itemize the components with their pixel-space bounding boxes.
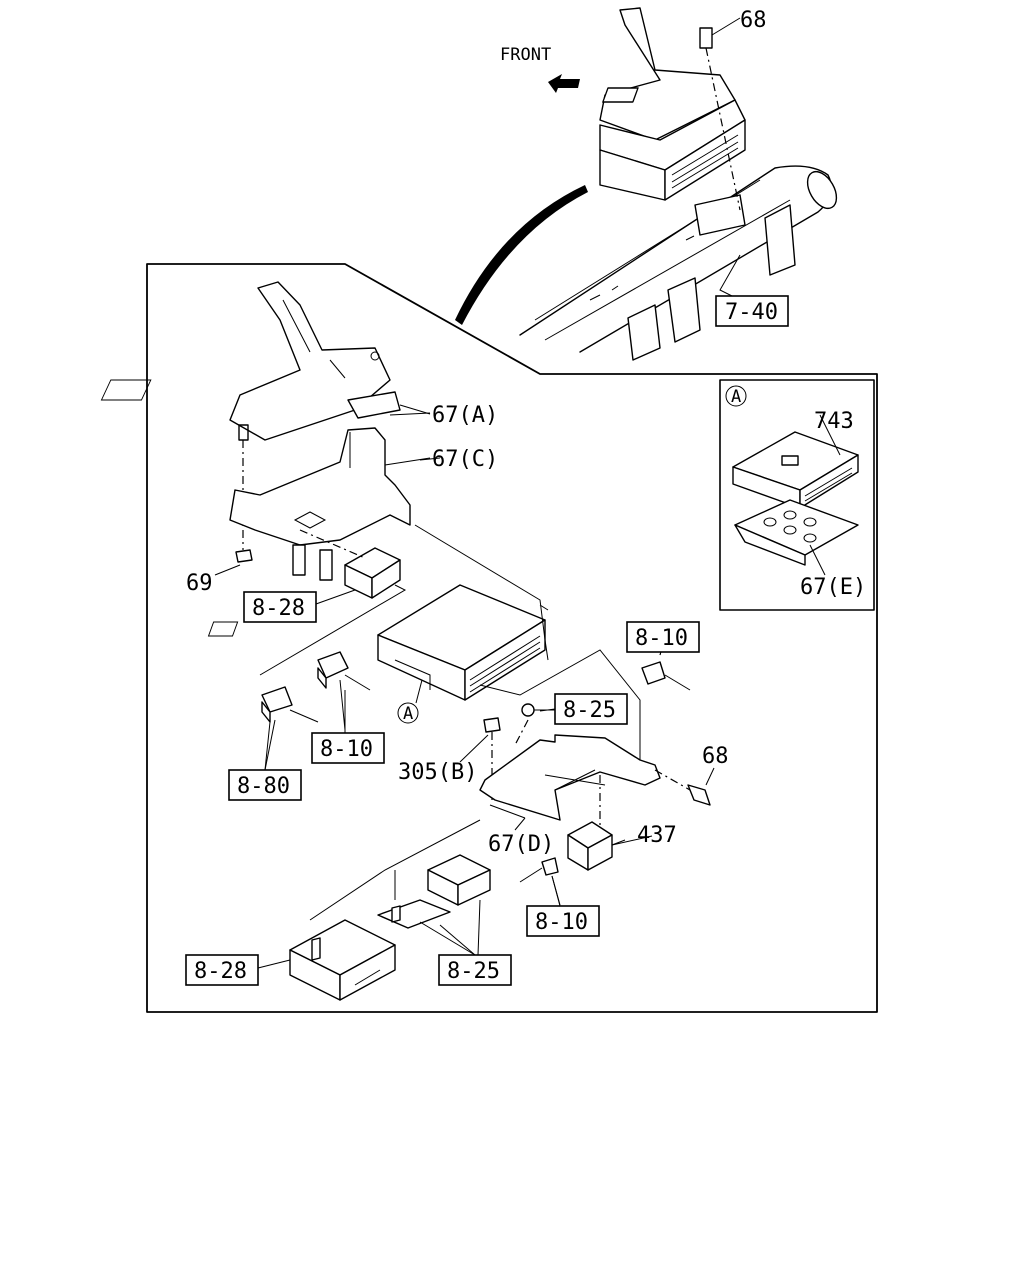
callout-box-8-80 — [228, 769, 302, 801]
callout-8-10-lower: 8-10 — [535, 910, 588, 935]
connector-810-left — [317, 651, 371, 731]
callout-8-10-right: 8-10 — [635, 626, 688, 651]
crossmember-assembly — [455, 7, 838, 361]
callout-67a: 67(A) — [432, 403, 498, 428]
bracket-67a — [100, 281, 431, 441]
callout-743: 743 — [814, 409, 854, 434]
callout-8-25-lower: 8-25 — [447, 959, 500, 984]
callout-box-8-10-left — [311, 732, 385, 764]
callout-box-8-10-lower — [526, 905, 600, 937]
front-label: FRONT — [500, 45, 551, 65]
callout-7-40: 7-40 — [725, 300, 778, 325]
relay-825-lower — [377, 854, 491, 956]
callout-67c: 67(C) — [432, 447, 498, 472]
detail-a-ecu — [732, 414, 859, 576]
bracket-67d — [479, 734, 661, 821]
leader-lines — [257, 17, 741, 969]
callout-437: 437 — [637, 823, 677, 848]
detail-a-letter: A — [731, 387, 741, 407]
callout-8-28-upper: 8-28 — [252, 596, 305, 621]
relay-828-lower — [289, 919, 396, 1001]
callout-67d: 67(D) — [488, 832, 554, 857]
callout-69: 69 — [186, 571, 213, 596]
callout-8-80: 8-80 — [237, 774, 290, 799]
connector-880 — [261, 686, 319, 771]
callout-8-25-mid: 8-25 — [563, 698, 616, 723]
main-frame — [146, 263, 878, 1013]
bracket-67c — [229, 427, 441, 581]
callout-box-8-28-lower — [185, 954, 259, 986]
callout-305b: 305(B) — [398, 760, 477, 785]
callout-8-28-lower: 8-28 — [194, 959, 247, 984]
callout-box-8-10-right — [626, 621, 700, 653]
callout-box-8-28-upper — [243, 591, 317, 623]
callout-8-10-left: 8-10 — [320, 737, 373, 762]
callout-68-lower: 68 — [702, 744, 729, 769]
detail-a-letter-main: A — [403, 704, 413, 724]
callout-box-8-25-mid — [554, 693, 628, 725]
relay-437 — [567, 775, 626, 871]
relay-828-upper — [259, 547, 407, 676]
detail-a-frame — [719, 379, 875, 611]
callout-67e: 67(E) — [800, 575, 866, 600]
callout-box-8-25-lower — [438, 954, 512, 986]
callout-box-7-40 — [715, 295, 789, 327]
callout-68-top: 68 — [740, 8, 767, 33]
detail-a-marker — [725, 385, 747, 407]
main-ecu — [207, 584, 546, 701]
